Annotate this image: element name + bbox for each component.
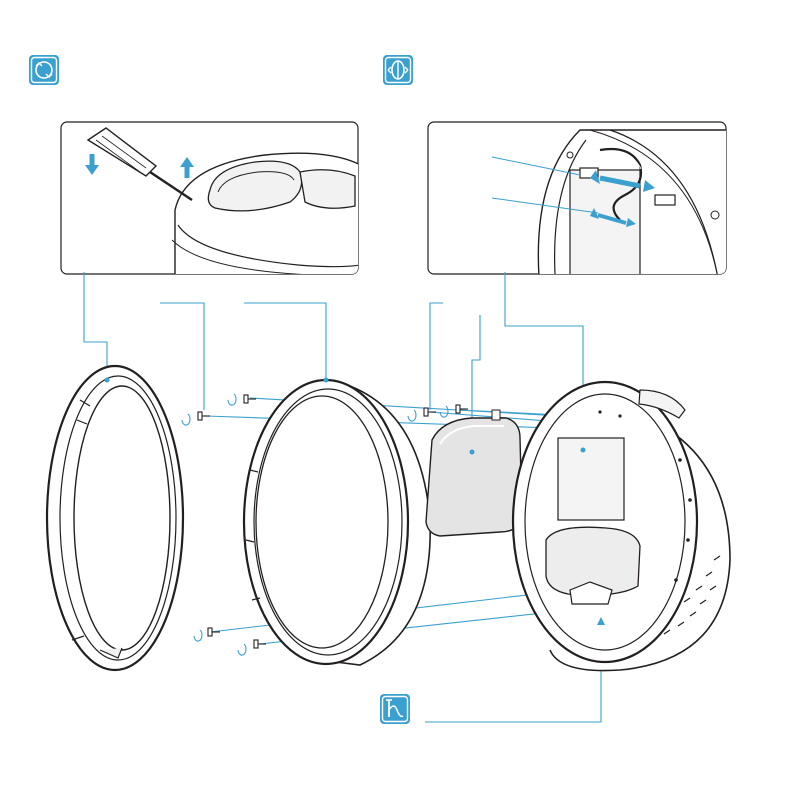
step-2-icon [383,55,413,85]
panel-left-screwdriver [61,122,378,285]
screw-icon [228,394,256,405]
panel-right-connectors [428,122,740,290]
battery-cover [426,410,522,536]
outer-rim-ring [47,366,183,670]
screw-icon [238,640,266,655]
screw-icon [408,408,436,421]
side-cover-shell [244,378,430,666]
step-1-icon [29,55,59,85]
screw-icon [194,628,220,641]
unicycle-body [513,382,730,671]
step-3-icon [380,694,410,724]
screw-icon [182,412,210,425]
screw-icon [440,405,468,417]
